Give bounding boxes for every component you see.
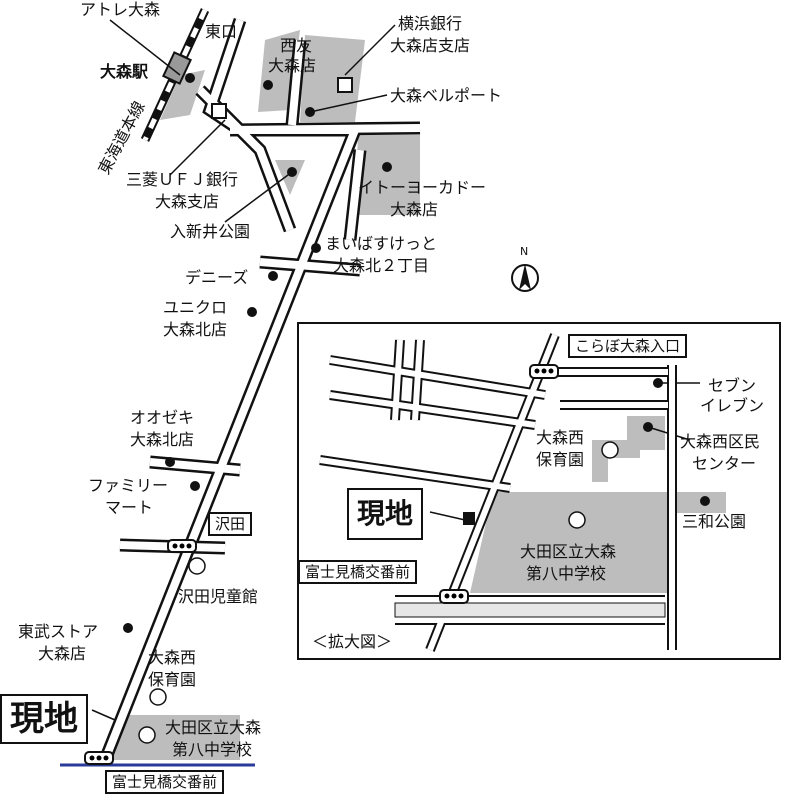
label-tobu-2: 大森店	[38, 644, 87, 663]
school-block	[105, 715, 240, 760]
label-uniqlo-2: 大森北店	[163, 320, 228, 339]
inset-frame	[297, 322, 781, 660]
label-bellport: 大森ベルポート	[390, 86, 503, 105]
inset-site-marker	[463, 512, 475, 525]
label-sawada-kids: 沢田児童館	[178, 587, 259, 606]
inset-label-nursery-2: 保育園	[536, 450, 585, 469]
inset-label-police-box: 富士見橋交番前	[298, 560, 418, 584]
inset-signals	[439, 364, 559, 604]
inset-caption: ＜拡大図＞	[312, 632, 393, 651]
label-sawada-signal: 沢田	[208, 512, 253, 536]
label-nursery-1: 大森西	[148, 648, 197, 667]
label-itoyokado-1: イトーヨーカドー	[358, 178, 487, 197]
inset-river	[394, 602, 666, 618]
inset-label-seven-1: セブン	[708, 376, 757, 395]
label-familymart-1: ファミリー	[88, 476, 169, 495]
inset-label-school-2: 第八中学校	[526, 564, 607, 583]
label-yokohama-2: 大森店支店	[390, 36, 471, 55]
inset-school-block	[470, 492, 668, 593]
label-east-exit: 東口	[205, 22, 238, 41]
leader-lines	[91, 19, 700, 721]
park-block	[275, 160, 305, 195]
label-police-box: 富士見橋交番前	[105, 770, 225, 794]
bank-icon	[211, 103, 227, 119]
label-maibasket-2: 大森北２丁目	[333, 256, 430, 275]
label-school-1: 大田区立大森	[165, 718, 262, 737]
site-label: 現地	[0, 694, 88, 744]
label-atre: アトレ大森	[80, 0, 161, 19]
atre-block	[160, 70, 205, 120]
inset-label-corabo: こらぼ大森入口	[568, 334, 688, 358]
label-ozeki-1: オオゼキ	[130, 408, 195, 427]
bellport-block	[300, 35, 365, 122]
label-seiyu-1: 西友	[280, 36, 313, 55]
inset-label-school-1: 大田区立大森	[520, 542, 617, 561]
bank-icon	[337, 77, 353, 93]
inset-label-sanwa-park: 三和公園	[682, 512, 747, 531]
railway-line	[140, 8, 210, 142]
inset-label-nursery-1: 大森西	[536, 428, 585, 447]
label-station: 大森駅	[100, 62, 149, 81]
label-dennys: デニーズ	[185, 268, 249, 287]
inset-label-seven-2: イレブン	[700, 396, 765, 415]
label-maibasket-1: まいばすけっと	[325, 234, 438, 253]
school-icons	[138, 441, 619, 744]
label-familymart-2: マート	[105, 498, 154, 517]
label-nursery-2: 保育園	[148, 670, 197, 689]
label-yokohama-1: 横浜銀行	[398, 14, 463, 33]
label-school-2: 第八中学校	[172, 740, 253, 759]
label-seiyu-2: 大森店	[268, 56, 317, 75]
inset-label-center-2: センター	[692, 454, 757, 473]
itoyokado-block	[355, 135, 420, 215]
traffic-signals	[84, 539, 197, 765]
label-mufg-2: 大森支店	[155, 192, 220, 211]
compass-label: N	[520, 245, 529, 258]
label-uniqlo-1: ユニクロ	[163, 298, 228, 317]
label-ozeki-2: 大森北店	[130, 430, 195, 449]
north-compass-icon	[511, 264, 539, 292]
inset-center-block	[592, 416, 665, 482]
label-park: 入新井公園	[170, 222, 251, 241]
inset-site-label: 現地	[347, 488, 424, 540]
label-itoyokado-2: 大森店	[390, 200, 439, 219]
label-mufg-1: 三菱ＵＦＪ銀行	[126, 170, 239, 189]
station-building	[162, 51, 192, 85]
label-tobu-1: 東武ストア	[18, 622, 99, 641]
inset-label-center-1: 大森西区民	[680, 432, 761, 451]
